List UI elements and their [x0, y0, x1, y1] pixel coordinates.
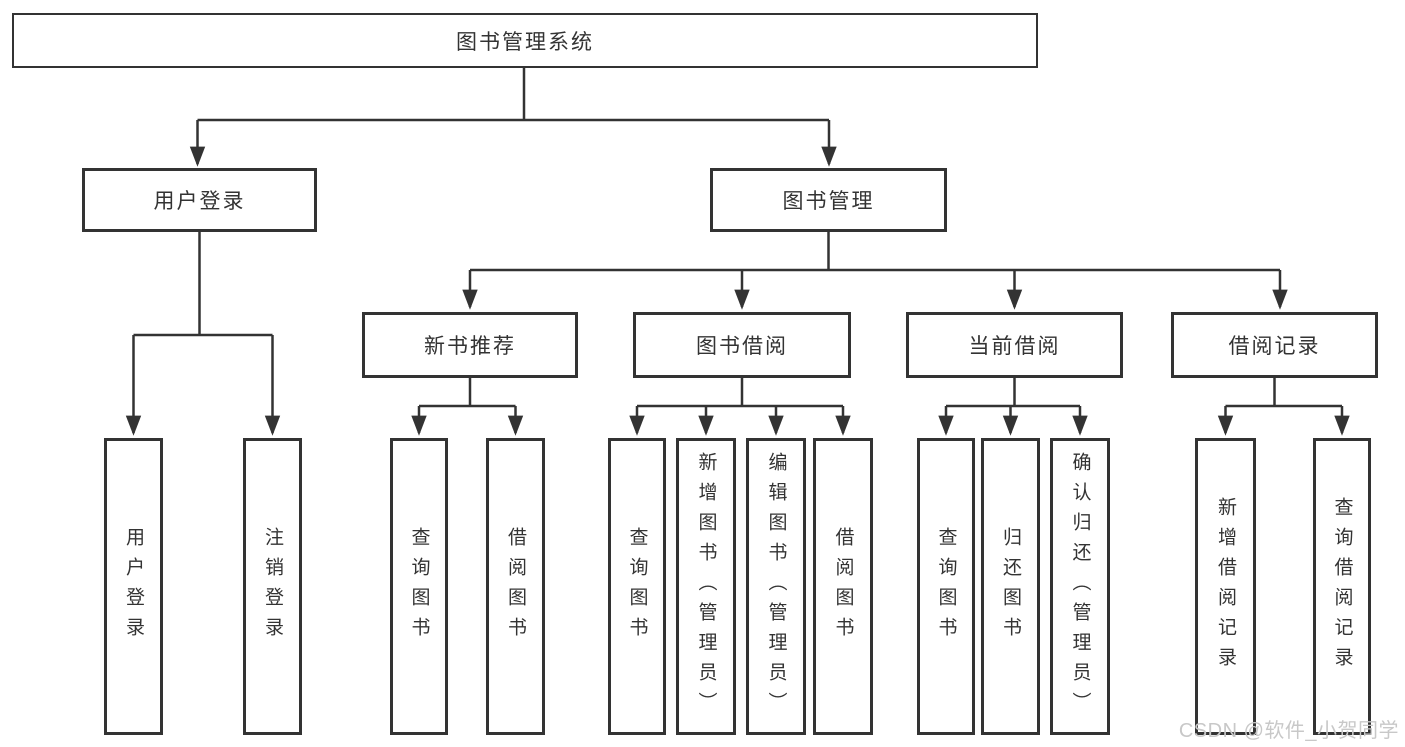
leaf-query-books-borrow: 查询图书 [608, 438, 666, 735]
node-current-borrow: 当前借阅 [906, 312, 1123, 378]
leaf-borrow-books: 借阅图书 [813, 438, 873, 735]
leaf-logout: 注销登录 [243, 438, 302, 735]
leaf-return-books: 归还图书 [981, 438, 1040, 735]
leaf-confirm-return-admin: 确认归还（管理员） [1050, 438, 1110, 735]
leaf-user-login: 用户登录 [104, 438, 163, 735]
node-library-system: 图书管理系统 [12, 13, 1038, 68]
leaf-borrow-books-recommend: 借阅图书 [486, 438, 545, 735]
node-book-borrow: 图书借阅 [633, 312, 851, 378]
leaf-edit-book-admin: 编辑图书（管理员） [746, 438, 806, 735]
leaf-query-books-current: 查询图书 [917, 438, 975, 735]
leaf-query-books-recommend: 查询图书 [390, 438, 448, 735]
leaf-add-borrow-record: 新增借阅记录 [1195, 438, 1256, 735]
node-new-book-recommend: 新书推荐 [362, 312, 578, 378]
leaf-query-borrow-record: 查询借阅记录 [1313, 438, 1371, 735]
leaf-add-book-admin: 新增图书（管理员） [676, 438, 736, 735]
csdn-watermark: CSDN @软件_小贺同学 [1178, 720, 1399, 742]
node-user-login: 用户登录 [82, 168, 317, 232]
node-borrow-records: 借阅记录 [1171, 312, 1378, 378]
node-book-management: 图书管理 [710, 168, 947, 232]
